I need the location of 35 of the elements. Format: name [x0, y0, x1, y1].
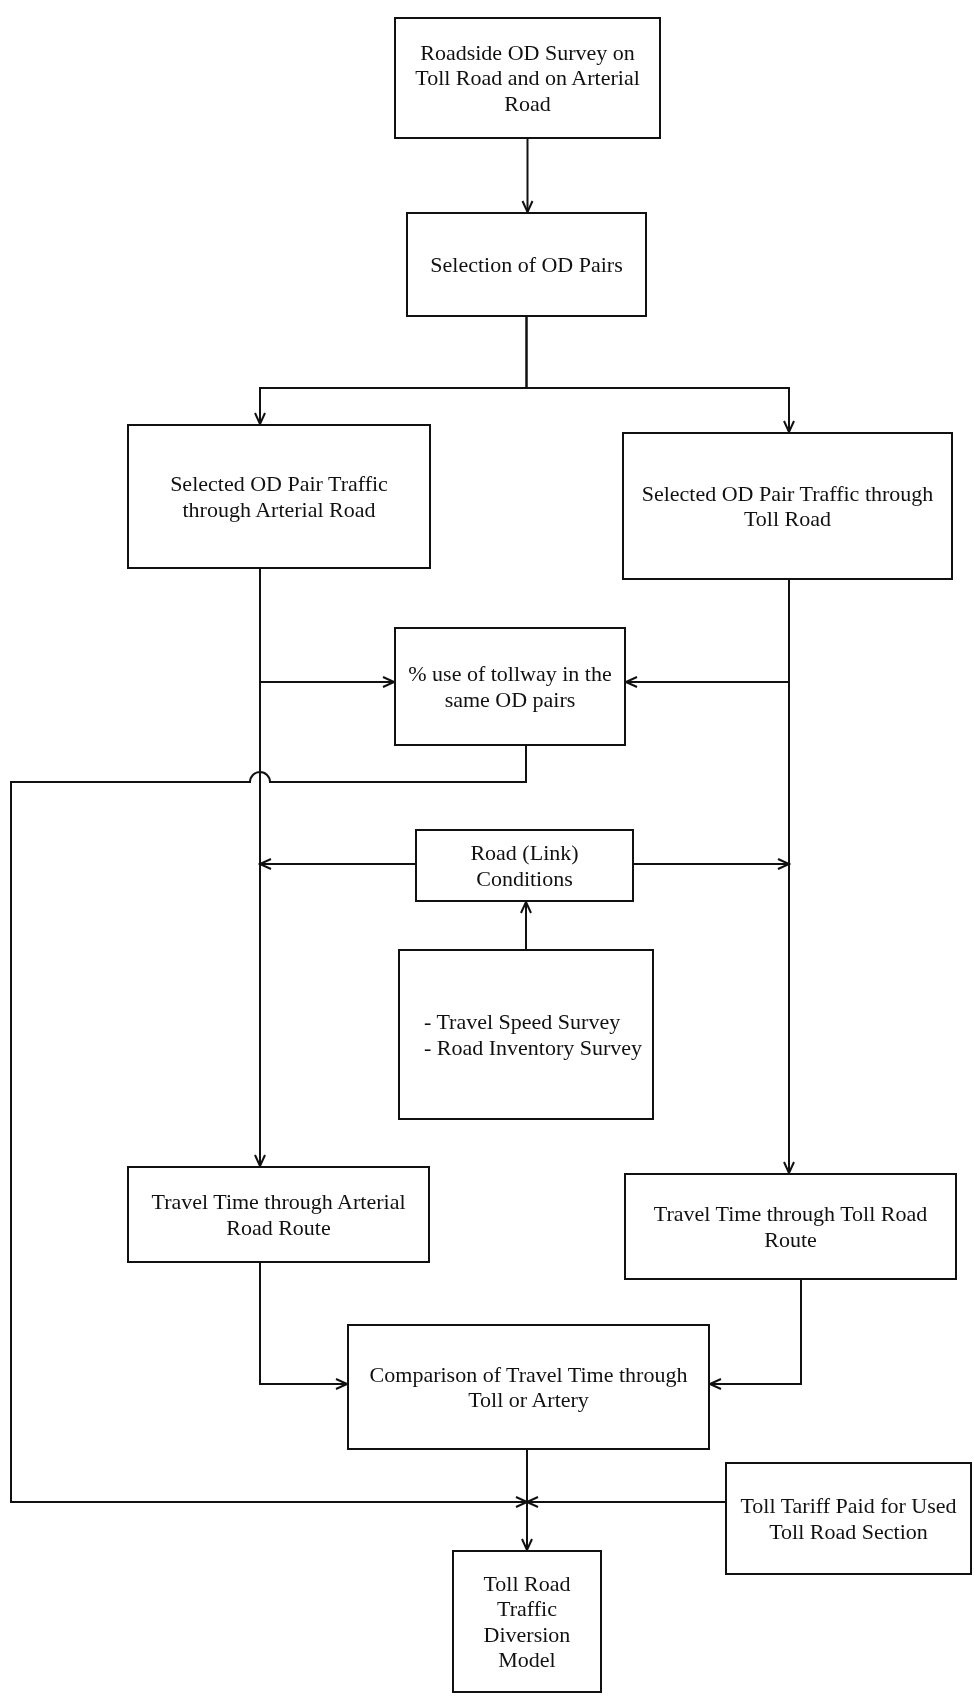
arrow [520, 901, 532, 950]
box-label: Travel Time through Arterial Road Route [150, 1189, 407, 1240]
box-label: Selected OD Pair Traffic through Arterial Road [169, 471, 389, 522]
box-label: Toll Road Traffic Diversion Model [482, 1570, 572, 1673]
box-label: Travel Time through Toll Road Route [652, 1201, 929, 1252]
process-box [398, 949, 654, 1120]
process-box [394, 17, 661, 139]
process-box [725, 1462, 972, 1575]
box-label: Road (Link) Conditions [469, 840, 580, 891]
box-label: - Travel Speed Survey [424, 1009, 621, 1035]
arrow [525, 316, 795, 433]
process-box [622, 432, 953, 580]
box-label: Selected OD Pair Traffic through Toll Road [640, 480, 935, 532]
process-box [452, 1550, 602, 1693]
process-box [394, 627, 626, 746]
arrow [10, 745, 528, 1508]
arrow [526, 1496, 726, 1508]
process-box [406, 212, 647, 317]
arrow [259, 1262, 348, 1390]
arrow [521, 1449, 533, 1551]
arrow [633, 858, 790, 870]
box-label: Comparison of Travel Time through Toll or Artery [368, 1361, 689, 1413]
box-label: % use of tollway in the same OD pairs [407, 661, 613, 712]
process-box [127, 424, 431, 569]
arrow [709, 1279, 802, 1390]
box-label: Roadside OD Survey on Toll Road and on Arterial Road [414, 40, 641, 116]
box-label: Selection of OD Pairs [430, 251, 623, 278]
process-box [415, 829, 634, 902]
arrow [521, 138, 534, 213]
arrow [259, 858, 416, 870]
box-label: Toll Tariff Paid for Used Toll Road Section [739, 1493, 958, 1544]
process-box [624, 1173, 957, 1280]
process-box [127, 1166, 430, 1263]
process-box [347, 1324, 710, 1450]
box-label: - Road Inventory Survey [424, 1034, 643, 1060]
